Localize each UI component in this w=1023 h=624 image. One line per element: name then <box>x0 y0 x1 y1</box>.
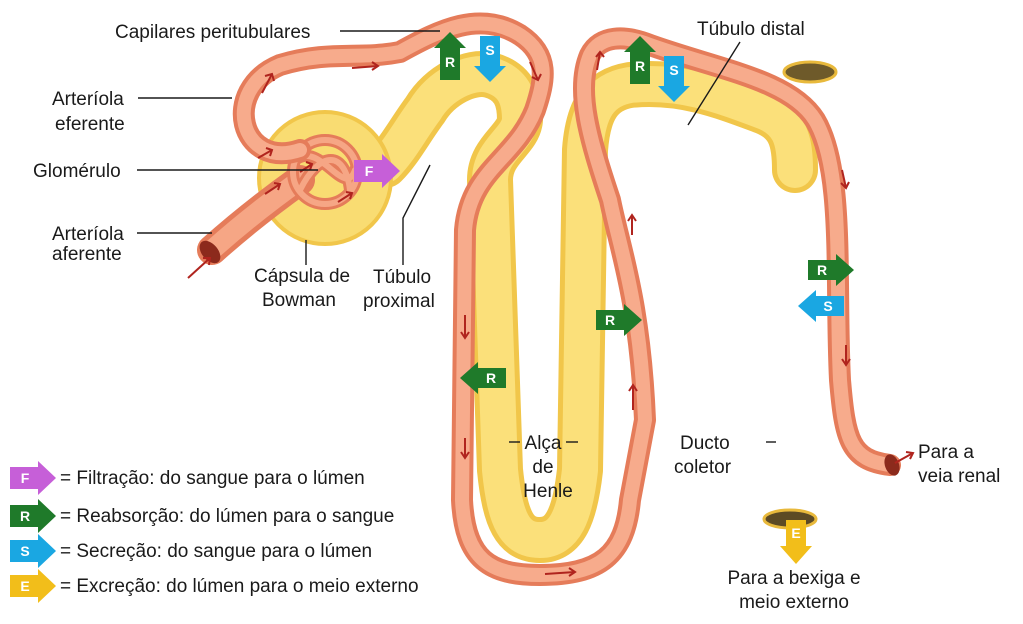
label-tubulo-proximal-2: proximal <box>363 291 435 312</box>
flow-arrow <box>337 192 353 203</box>
label-alca-2: de <box>532 457 553 478</box>
label-capilares: Capilares peritubulares <box>115 22 310 43</box>
flow-arrow <box>264 183 281 195</box>
badge-reabsorption-distal: R <box>624 36 656 84</box>
svg-text:R: R <box>486 370 496 386</box>
flow-arrow <box>257 149 273 159</box>
label-veia: Para a <box>918 442 974 463</box>
tubule-body-highlight <box>367 56 813 558</box>
legend: F = Filtração: do sangue para o lúmen R … <box>10 461 419 603</box>
svg-text:F: F <box>21 470 30 486</box>
labels: Capilares peritubulares Arteríola eferen… <box>33 19 1000 613</box>
badge-filtration: F <box>354 154 400 188</box>
legend-item-filtration: F = Filtração: do sangue para o lúmen <box>10 461 365 495</box>
flow-arrow-in <box>187 257 211 279</box>
svg-text:= Reabsorção: do lúmen para o: = Reabsorção: do lúmen para o sangue <box>60 506 394 527</box>
label-ducto: Ducto <box>680 433 730 454</box>
svg-text:S: S <box>20 543 29 559</box>
label-veia-2: veia renal <box>918 466 1000 487</box>
label-arteriola-eferente-2: eferente <box>55 114 125 135</box>
badge-secretion-distal: S <box>658 56 690 102</box>
duct-top-opening <box>782 60 838 84</box>
svg-text:E: E <box>20 578 29 594</box>
svg-text:R: R <box>445 54 455 70</box>
svg-text:S: S <box>485 42 494 58</box>
legend-item-secretion: S = Secreção: do sangue para o lúmen <box>10 534 372 568</box>
blood-vessel <box>197 12 901 586</box>
label-arteriola-eferente: Arteríola <box>52 89 124 110</box>
label-tubulo-proximal: Túbulo <box>373 267 431 288</box>
svg-text:R: R <box>20 508 30 524</box>
flow-arrow <box>841 169 847 189</box>
svg-text:S: S <box>823 298 832 314</box>
badge-excretion: E <box>780 520 812 564</box>
label-capsula: Cápsula de <box>254 266 350 287</box>
svg-text:= Secreção: do sangue para o l: = Secreção: do sangue para o lúmen <box>60 541 372 562</box>
label-alca: Alça <box>525 433 562 454</box>
badge-reabsorption-duct: R <box>808 254 854 286</box>
flow-arrow <box>544 571 576 575</box>
svg-text:= Excreção: do lúmen para o me: = Excreção: do lúmen para o meio externo <box>60 576 419 597</box>
badge-secretion-proximal: S <box>474 36 506 82</box>
label-arteriola-aferente: Arteríola <box>52 224 124 245</box>
flow-arrow <box>596 51 601 71</box>
flow-arrow <box>261 73 273 94</box>
svg-text:R: R <box>605 312 615 328</box>
label-arteriola-aferente-2: aferente <box>52 244 122 265</box>
legend-item-excretion: E = Excreção: do lúmen para o meio exter… <box>10 569 419 603</box>
svg-text:S: S <box>669 62 678 78</box>
svg-text:E: E <box>791 525 800 541</box>
label-glomerulo: Glomérulo <box>33 161 121 182</box>
badge-reabsorption-descending: R <box>460 362 506 394</box>
label-alca-3: Henle <box>523 481 573 502</box>
legend-item-reabsorption: R = Reabsorção: do lúmen para o sangue <box>10 499 394 533</box>
label-bexiga: Para a bexiga e <box>727 568 860 589</box>
flow-arrow <box>529 61 539 81</box>
svg-text:R: R <box>817 262 827 278</box>
badge-reabsorption-ascending: R <box>596 304 642 336</box>
label-capsula-2: Bowman <box>262 290 336 311</box>
tubule <box>257 45 838 563</box>
badge-secretion-duct: S <box>798 290 844 322</box>
flow-arrow-out <box>894 452 914 464</box>
svg-text:F: F <box>365 163 374 179</box>
flow-arrow <box>351 65 379 69</box>
flow-arrows <box>187 50 915 577</box>
label-bexiga-2: meio externo <box>739 592 849 613</box>
badge-reabsorption-proximal: R <box>434 32 466 80</box>
svg-text:= Filtração: do sangue para o: = Filtração: do sangue para o lúmen <box>60 468 365 489</box>
vein-opening <box>884 454 900 476</box>
leader-lines <box>137 30 776 443</box>
label-ducto-2: coletor <box>674 457 732 478</box>
svg-text:R: R <box>635 58 645 74</box>
label-tubulo-distal: Túbulo distal <box>697 19 805 40</box>
diagram-badges: F R S R S R S <box>354 32 854 564</box>
